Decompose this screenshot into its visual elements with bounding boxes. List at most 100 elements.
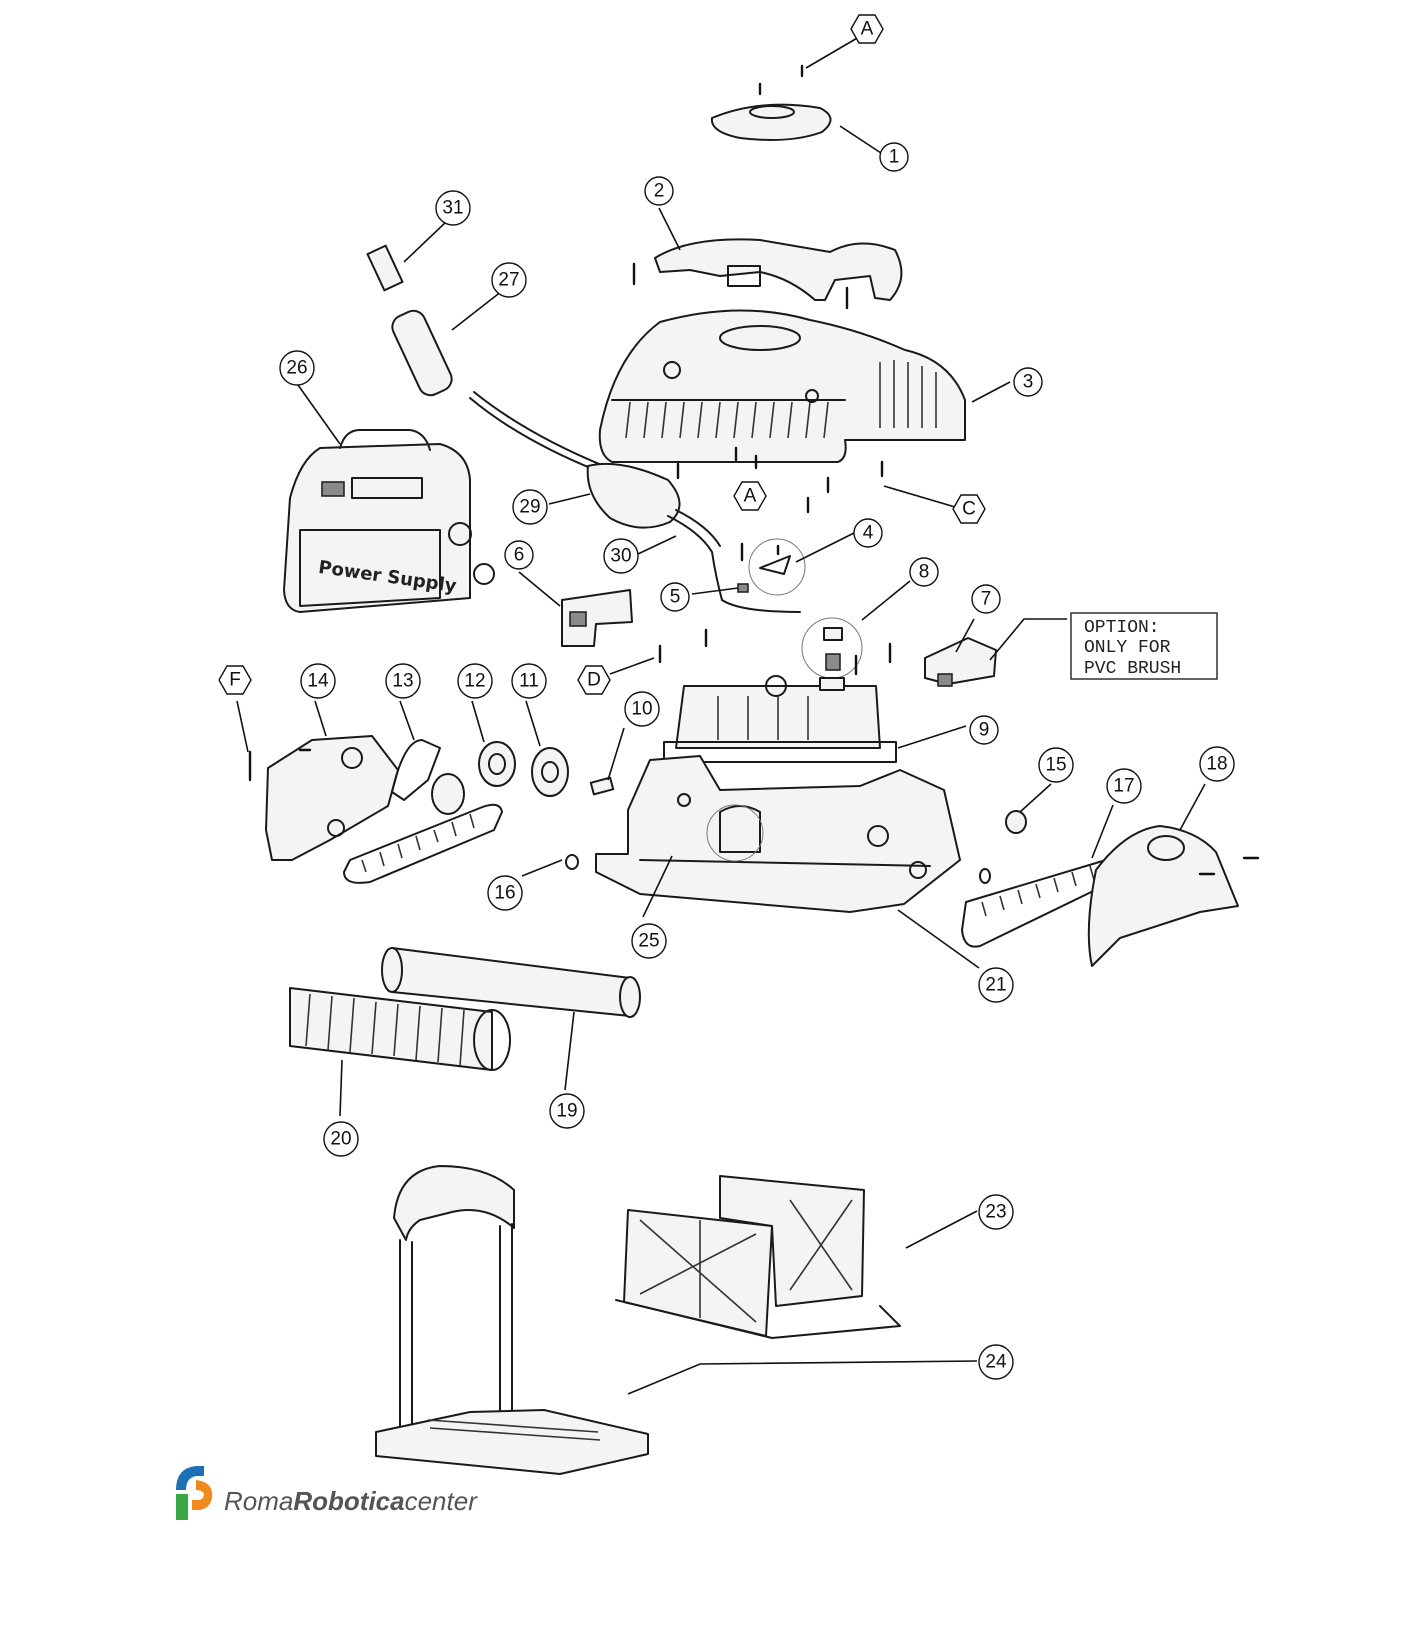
- callout-29: 29: [512, 489, 548, 525]
- callout-2: 2: [644, 176, 674, 206]
- part-23-filter: [615, 1175, 901, 1339]
- part-8-motor-shaft: [658, 617, 892, 679]
- svg-text:14: 14: [307, 671, 329, 692]
- svg-text:13: 13: [392, 671, 413, 692]
- callout-F: F: [218, 665, 252, 695]
- callout-30: 30: [603, 538, 639, 574]
- logo-wordmark: RomaRoboticacenter: [224, 1486, 478, 1516]
- callout-10: 10: [624, 691, 660, 727]
- svg-text:16: 16: [494, 883, 515, 904]
- callout-26: 26: [279, 350, 315, 386]
- svg-text:15: 15: [1045, 755, 1066, 776]
- svg-text:D: D: [587, 670, 601, 691]
- callout-9: 9: [969, 715, 999, 745]
- svg-text:18: 18: [1206, 754, 1227, 775]
- part-5-clip: [737, 542, 749, 593]
- leader-lines: [236, 36, 1206, 1395]
- part-9-motor-box: [663, 675, 897, 763]
- svg-text:29: 29: [519, 497, 540, 518]
- option-note: OPTION: ONLY FOR PVC BRUSH: [1070, 612, 1218, 680]
- callout-11: 11: [511, 663, 547, 699]
- callout-4: 4: [853, 518, 883, 548]
- callout-25: 25: [631, 923, 667, 959]
- svg-text:1: 1: [889, 147, 900, 168]
- callout-16: 16: [487, 875, 523, 911]
- svg-text:26: 26: [286, 358, 307, 379]
- svg-text:10: 10: [631, 699, 652, 720]
- svg-text:F: F: [229, 670, 241, 691]
- part-24-caddy: [375, 1165, 649, 1475]
- callout-12: 12: [457, 663, 493, 699]
- part-2-handle: [632, 238, 903, 310]
- svg-text:7: 7: [981, 589, 992, 610]
- option-note-line-1: OPTION:: [1084, 618, 1160, 638]
- part-12-pulley: [431, 741, 516, 815]
- svg-text:27: 27: [498, 270, 519, 291]
- callout-1: 1: [879, 142, 909, 172]
- part-16-washer: [565, 854, 579, 870]
- part-14-left-side-plate: [248, 735, 399, 861]
- svg-text:5: 5: [670, 587, 681, 608]
- part-11-gear: [531, 747, 569, 797]
- svg-text:21: 21: [985, 975, 1006, 996]
- part-26-power-supply: Power Supply: [283, 429, 495, 613]
- callout-5: 5: [660, 582, 690, 612]
- part-29-cable-cover: [586, 462, 681, 529]
- svg-text:30: 30: [610, 546, 631, 567]
- svg-text:12: 12: [464, 671, 485, 692]
- callout-13: 13: [385, 663, 421, 699]
- svg-text:6: 6: [514, 545, 525, 566]
- svg-text:2: 2: [654, 181, 665, 202]
- callout-24: 24: [978, 1344, 1014, 1380]
- callout-14: 14: [300, 663, 336, 699]
- part-15-cap: [979, 810, 1027, 884]
- svg-text:C: C: [962, 499, 976, 520]
- svg-text:11: 11: [519, 671, 539, 692]
- part-18-right-side-plate: [1087, 825, 1260, 967]
- callout-6: 6: [504, 540, 534, 570]
- svg-text:25: 25: [638, 931, 659, 952]
- option-note-line-2: ONLY FOR: [1084, 638, 1171, 658]
- svg-text:31: 31: [442, 198, 463, 219]
- part-3-body-hood: [598, 309, 966, 514]
- callout-23: 23: [978, 1194, 1014, 1230]
- svg-text:17: 17: [1113, 776, 1134, 797]
- callout-31: 31: [435, 190, 471, 226]
- callout-A-top: A: [850, 14, 884, 44]
- svg-text:4: 4: [863, 523, 874, 544]
- part-6-bracket: [561, 589, 633, 647]
- part-20-brush: [289, 987, 511, 1071]
- part-7-pvc-brush-clip: [924, 637, 997, 687]
- part-1-top-cover: [710, 64, 832, 141]
- svg-text:A: A: [744, 486, 757, 507]
- option-note-line-3: PVC BRUSH: [1084, 659, 1181, 679]
- callout-8: 8: [909, 557, 939, 587]
- svg-text:A: A: [861, 19, 874, 40]
- part-4-impeller: [748, 538, 806, 596]
- svg-text:23: 23: [985, 1202, 1006, 1223]
- svg-text:19: 19: [556, 1101, 577, 1122]
- callout-19: 19: [549, 1093, 585, 1129]
- logo-mark-icon: [176, 1466, 213, 1520]
- svg-text:8: 8: [919, 562, 930, 583]
- callout-27: 27: [491, 262, 527, 298]
- part-10-pin: [589, 776, 615, 796]
- callout-D: D: [577, 665, 611, 695]
- part-21-chassis: [595, 755, 961, 913]
- svg-text:24: 24: [985, 1352, 1007, 1373]
- svg-text:20: 20: [330, 1129, 351, 1150]
- callout-C: C: [952, 494, 986, 524]
- part-19-roller: [381, 947, 641, 1018]
- part-27-31-swivel-cable: [366, 244, 651, 506]
- callout-18: 18: [1199, 746, 1235, 782]
- part-13-left-track: [343, 739, 503, 884]
- romarobotica-logo: RomaRoboticacenter: [176, 1466, 478, 1520]
- callout-21: 21: [978, 967, 1014, 1003]
- callout-17: 17: [1106, 768, 1142, 804]
- part-30-cable-gland: [667, 509, 801, 613]
- svg-text:9: 9: [979, 720, 990, 741]
- callout-7: 7: [971, 584, 1001, 614]
- svg-text:3: 3: [1023, 372, 1034, 393]
- callout-3: 3: [1013, 367, 1043, 397]
